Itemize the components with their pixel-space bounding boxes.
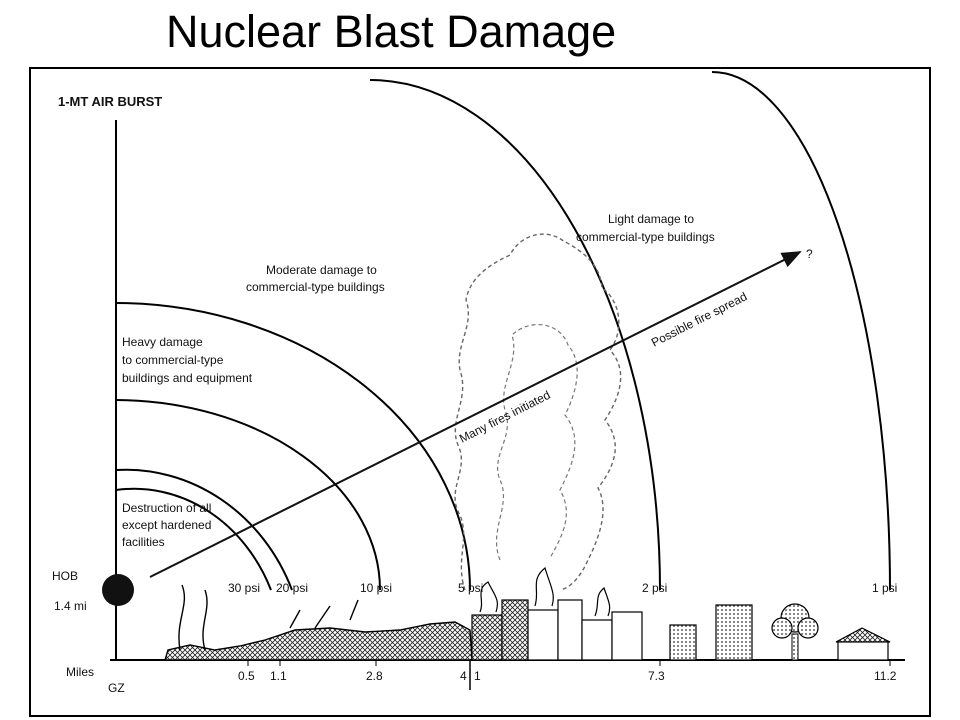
- pressure-label-2psi: 2 psi: [642, 581, 667, 595]
- zone-destruction-line-1: Destruction of all: [122, 501, 211, 515]
- zone-light-line-2: commercial-type buildings: [576, 230, 715, 244]
- zone-destruction-line-3: facilities: [122, 535, 165, 549]
- arc-5psi: [115, 302, 471, 591]
- zone-heavy-line-1: Heavy damage: [122, 335, 203, 349]
- fire-plume-cloud: [454, 233, 622, 591]
- pressure-label-30psi: 30 psi: [228, 581, 260, 595]
- diagram-frame: [29, 67, 931, 717]
- zone-destruction-line-2: except hardened: [122, 518, 211, 532]
- axis-unit-label: Miles: [66, 665, 94, 679]
- zone-moderate-line-1: Moderate damage to: [266, 263, 377, 277]
- tick-label-7.3: 7.3: [648, 669, 665, 683]
- zone-heavy-line-3: buildings and equipment: [122, 371, 253, 385]
- pressure-label-5psi: 5 psi: [458, 581, 483, 595]
- debris-rubble: [164, 621, 473, 661]
- zone-moderate-line-2: commercial-type buildings: [246, 280, 385, 294]
- fire-spread-arrow: [149, 251, 802, 578]
- tick-label-2.8: 2.8: [366, 669, 383, 683]
- arc-2psi: [369, 79, 661, 591]
- tick-label-11.2: 11.2: [874, 669, 897, 683]
- hob-label: HOB: [52, 569, 78, 583]
- arc-20psi: [115, 468, 293, 591]
- arc-1psi: [711, 71, 891, 591]
- tick-label-1: 1: [474, 669, 481, 683]
- house: [835, 627, 891, 661]
- arc-30psi: [115, 487, 272, 591]
- pressure-label-1psi: 1 psi: [872, 581, 897, 595]
- axis-origin-label: GZ: [108, 681, 125, 695]
- hob-value: 1.4 mi: [54, 599, 87, 613]
- zone-light-line-1: Light damage to: [608, 212, 694, 226]
- building-tall: [715, 604, 753, 661]
- fireball: [102, 574, 134, 606]
- fire-unknown-label: ?: [806, 247, 813, 261]
- fire-plume-inner: [495, 324, 578, 561]
- tick-label-0.5: 0.5: [238, 669, 255, 683]
- pressure-label-20psi: 20 psi: [276, 581, 308, 595]
- burning-buildings: [471, 566, 643, 661]
- arc-10psi: [115, 399, 381, 591]
- zone-heavy-line-2: to commercial-type: [122, 353, 224, 367]
- tick-label-1.1: 1.1: [270, 669, 287, 683]
- tree: [771, 603, 819, 661]
- tick-label-4: 4: [460, 669, 467, 683]
- pressure-label-10psi: 10 psi: [360, 581, 392, 595]
- burst-label: 1-MT AIR BURST: [58, 94, 162, 109]
- slide-title: Nuclear Blast Damage: [166, 6, 617, 57]
- building-small: [669, 624, 697, 661]
- debris-splinters: [178, 584, 359, 651]
